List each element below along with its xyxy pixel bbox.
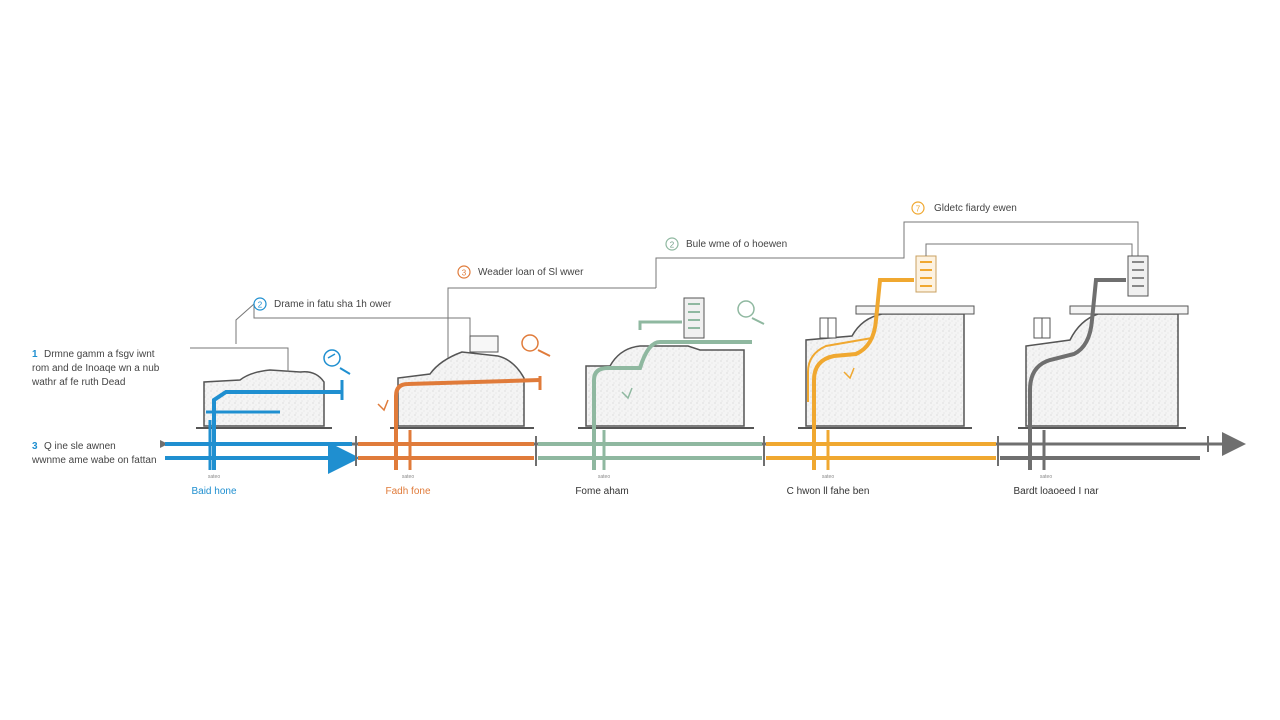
callout-marker xyxy=(665,237,679,251)
callout-text: Gldetc fiardy ewen xyxy=(934,203,1017,214)
callout-marker xyxy=(253,297,267,311)
gauge-icon xyxy=(737,300,765,325)
callout-3: 2 Bule wme of o hoewen xyxy=(665,237,787,251)
stage-label: Fadh fone xyxy=(385,486,430,497)
stage-label: Bardt loaoeed I nar xyxy=(1013,486,1099,497)
callout-marker xyxy=(911,201,925,215)
main-pipeline xyxy=(160,432,1246,474)
callout-text: Weader loan of Sl wwer xyxy=(478,267,584,278)
callout-number: 2 xyxy=(258,301,263,310)
callout-text: Bule wme of o hoewen xyxy=(686,239,787,250)
gauge-icon xyxy=(323,349,351,375)
stage-1 xyxy=(190,303,471,470)
callout-marker xyxy=(457,265,471,279)
callout-number: 3 xyxy=(462,269,467,278)
stage-2 xyxy=(377,287,656,470)
legend-number-3: 3 xyxy=(32,441,38,452)
callout-2: 3 Weader loan of Sl wwer xyxy=(457,265,584,279)
stage-label: Baid hone xyxy=(191,486,236,497)
callout-number: 2 xyxy=(670,241,675,250)
stage-5 xyxy=(1018,255,1209,470)
legend-number-1: 1 xyxy=(32,349,38,360)
stage-labels: sateo Baid hone sateo Fadh fone sateo Fo… xyxy=(191,474,1099,497)
stage-label: Fome aham xyxy=(575,486,628,497)
legend-line: rom and de Inoaqe wn a nub xyxy=(32,363,160,374)
legend-item-1: 1 Drmne gamm a fsgv iwnt rom and de Inoa… xyxy=(31,349,160,388)
gauge-icon xyxy=(521,334,551,357)
stage-tag: sateo xyxy=(208,474,220,480)
callout-1: 2 Drame in fatu sha 1h ower xyxy=(253,297,392,311)
callout-number: 7 xyxy=(916,205,921,214)
stage-tag: sateo xyxy=(822,474,834,480)
callout-4: 7 Gldetc fiardy ewen xyxy=(911,201,1017,215)
legend-line: Q ine sle awnen xyxy=(44,441,116,452)
legend-line: Drmne gamm a fsgv iwnt xyxy=(44,349,155,360)
stage-tag: sateo xyxy=(402,474,414,480)
stage-tag: sateo xyxy=(598,474,610,480)
legend-line: wwnme ame wabe on fattan xyxy=(31,455,157,466)
stage-label: C hwon ll fahe ben xyxy=(787,486,870,497)
stage-3 xyxy=(578,221,1139,470)
callout-text: Drame in fatu sha 1h ower xyxy=(274,299,392,310)
legend-line: wathr af fe ruth Dead xyxy=(31,377,125,388)
stage-4 xyxy=(798,243,1133,470)
stage-tag: sateo xyxy=(1040,474,1052,480)
legend-item-3: 3 Q ine sle awnen wwnme ame wabe on fatt… xyxy=(31,441,157,466)
